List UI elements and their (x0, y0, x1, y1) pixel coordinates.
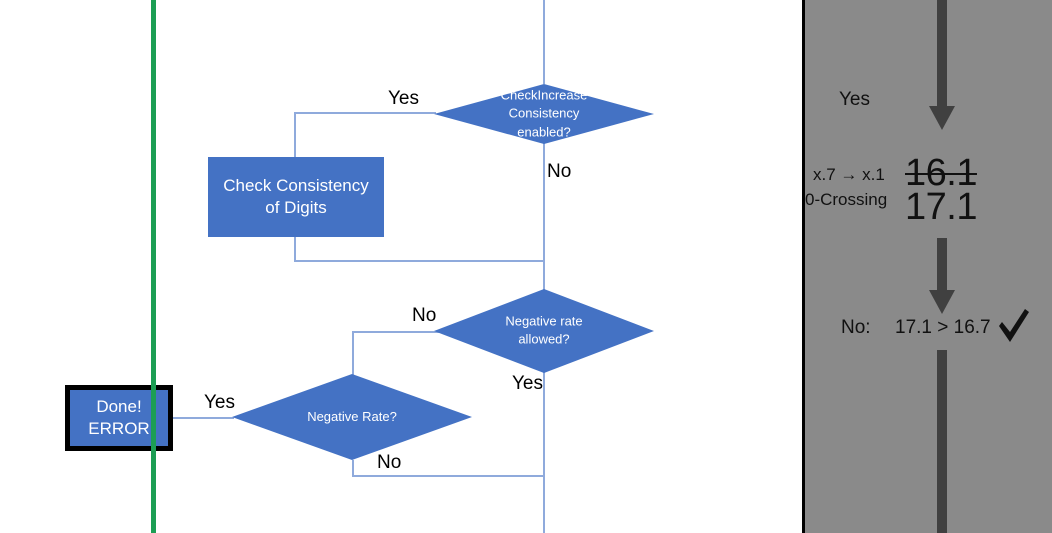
connector-negrate-allowed-yes (543, 372, 545, 477)
connector-spine-mid (543, 260, 545, 291)
decision-negative-rate[interactable]: Negative Rate? (232, 374, 472, 460)
process-line-2: ERROR (88, 419, 150, 438)
panel-stem-bottom (937, 350, 947, 533)
panel-arrow-down-second (924, 238, 960, 316)
process-line-1: Check Consistency (223, 175, 369, 195)
panel-annotation-line-1: x.7 → x.1 (813, 165, 885, 184)
panel-annotation-line-2: 0-Crossing (805, 190, 888, 209)
process-done-error[interactable]: Done! ERROR (65, 385, 173, 451)
green-vertical-divider (151, 0, 156, 533)
panel-value-struck: 16.1 (905, 152, 977, 194)
edge-label-yes-checkincrease: Yes (388, 88, 419, 109)
decision-check-increase-consistency[interactable]: CheckIncrease Consistency enabled? (434, 84, 654, 144)
panel-arrow-down-first (924, 0, 960, 134)
process-line-2: of Digits (265, 198, 327, 217)
process-text: Done! ERROR (88, 396, 149, 441)
right-annotation-panel: Yes x.7 → x.1 0-Crossing 16.1 17.1 No: 1… (802, 0, 1052, 533)
connector-negrate-allowed-no-v (352, 331, 354, 376)
connector-checkincrease-yes-h (294, 112, 436, 114)
process-line-1: Done! (96, 396, 142, 416)
connector-negrate-no-v (352, 460, 354, 477)
decision-negative-rate-allowed[interactable]: Negative rate allowed? (434, 289, 654, 373)
check-mark-icon (995, 306, 1031, 346)
connector-negrate-no-h (352, 475, 545, 477)
connector-spine-top (543, 0, 545, 84)
connector-checkincrease-no (543, 143, 545, 262)
process-text: Check Consistency of Digits (223, 175, 369, 220)
panel-result-prefix: No: (841, 317, 871, 338)
edge-label-no-negrate-allowed: No (412, 305, 437, 326)
edge-label-yes-done: Yes (204, 392, 235, 413)
connector-negrate-yes (172, 417, 234, 419)
connector-negrate-allowed-no-h (352, 331, 442, 333)
connector-spine-bottom (543, 475, 545, 533)
edge-label-yes-negrate-allowed: Yes (512, 373, 543, 394)
panel-value-current: 17.1 (905, 186, 977, 228)
panel-yes-label: Yes (839, 89, 870, 110)
edge-label-no-negrate: No (377, 452, 402, 473)
connector-consistency-return (294, 260, 545, 262)
edge-label-no-checkincrease: No (547, 161, 572, 182)
panel-result-comparison: 17.1 > 16.7 (895, 317, 991, 338)
process-check-consistency-of-digits[interactable]: Check Consistency of Digits (208, 157, 384, 237)
